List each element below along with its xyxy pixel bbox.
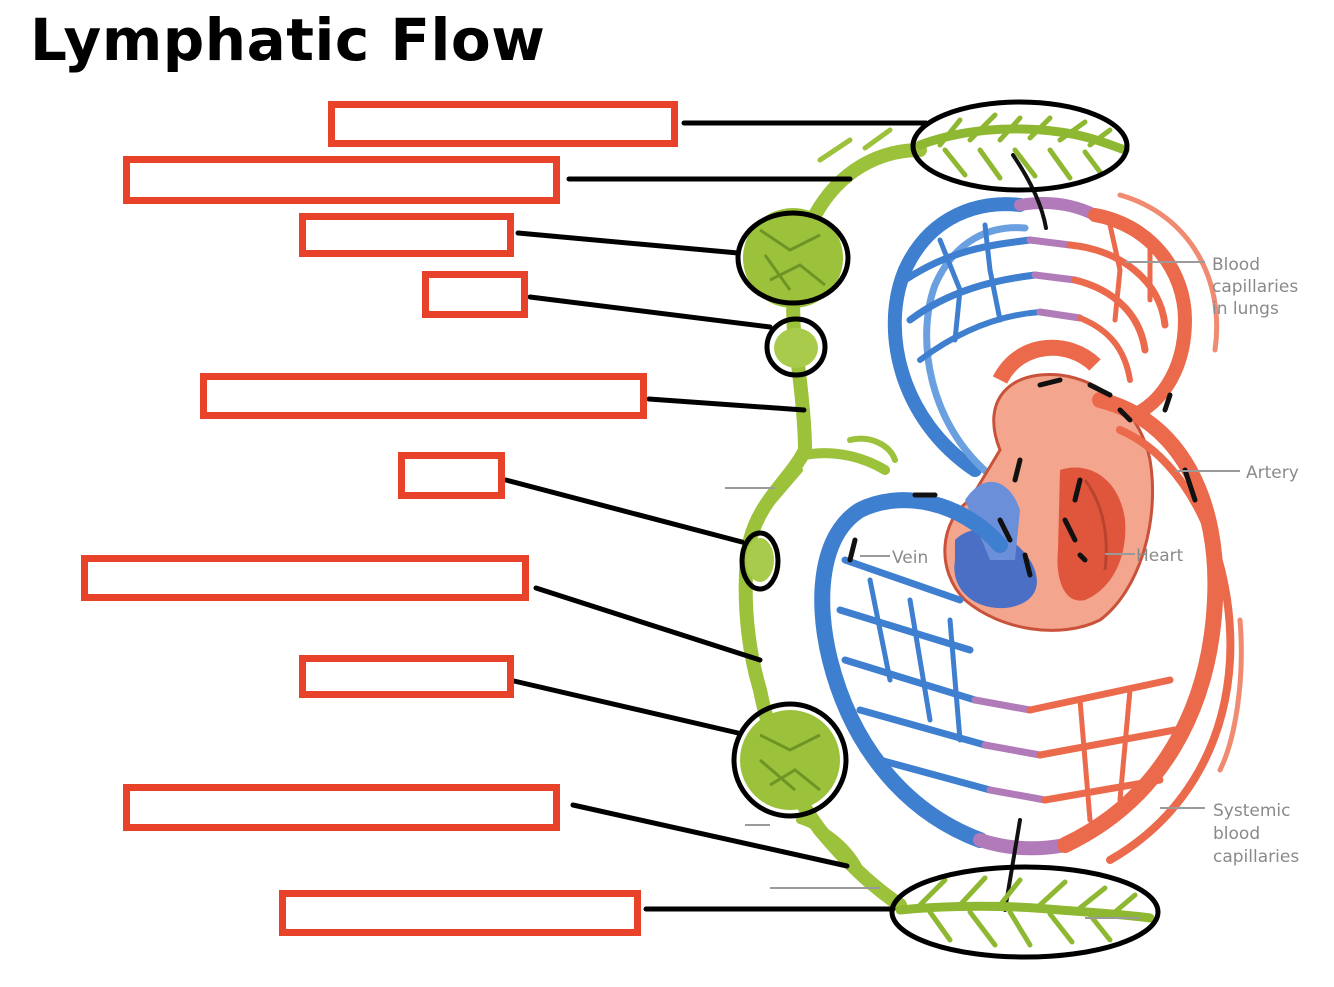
- systemic-circuit: [814, 392, 1244, 864]
- label-lungs-line3: in lungs: [1212, 299, 1279, 319]
- label-artery: Artery: [1246, 463, 1299, 483]
- label-box-4[interactable]: [422, 271, 528, 318]
- label-box-9[interactable]: [123, 784, 560, 831]
- figure-labels: Blood capillaries in lungs Artery Heart …: [892, 255, 1299, 867]
- pointer-lines: [503, 120, 929, 912]
- label-systemic-line3: capillaries: [1213, 847, 1299, 867]
- label-lungs-line2: capillaries: [1212, 277, 1298, 297]
- label-box-1[interactable]: [328, 101, 678, 147]
- label-vein: Vein: [892, 548, 928, 568]
- label-systemic-line2: blood: [1213, 824, 1260, 844]
- label-systemic-line1: Systemic: [1213, 801, 1290, 821]
- label-lungs-line1: Blood: [1212, 255, 1260, 275]
- pulmonary-circuit: [887, 192, 1220, 479]
- label-box-3[interactable]: [299, 213, 514, 257]
- page-title: Lymphatic Flow: [30, 6, 546, 74]
- label-box-10[interactable]: [279, 890, 641, 936]
- label-box-8[interactable]: [299, 655, 514, 698]
- label-box-6[interactable]: [398, 452, 505, 499]
- figure-leader-lines: [725, 261, 1240, 919]
- lymph-capillaries-systemic: [895, 875, 1155, 948]
- lymph-capillaries-lungs: [915, 112, 1130, 181]
- label-box-2[interactable]: [123, 156, 560, 204]
- label-box-5[interactable]: [200, 373, 647, 419]
- highlight-circles: [731, 99, 1161, 960]
- heart: [943, 339, 1154, 632]
- label-heart: Heart: [1136, 546, 1184, 566]
- label-box-7[interactable]: [81, 555, 529, 601]
- lymph-nodes: [740, 208, 843, 810]
